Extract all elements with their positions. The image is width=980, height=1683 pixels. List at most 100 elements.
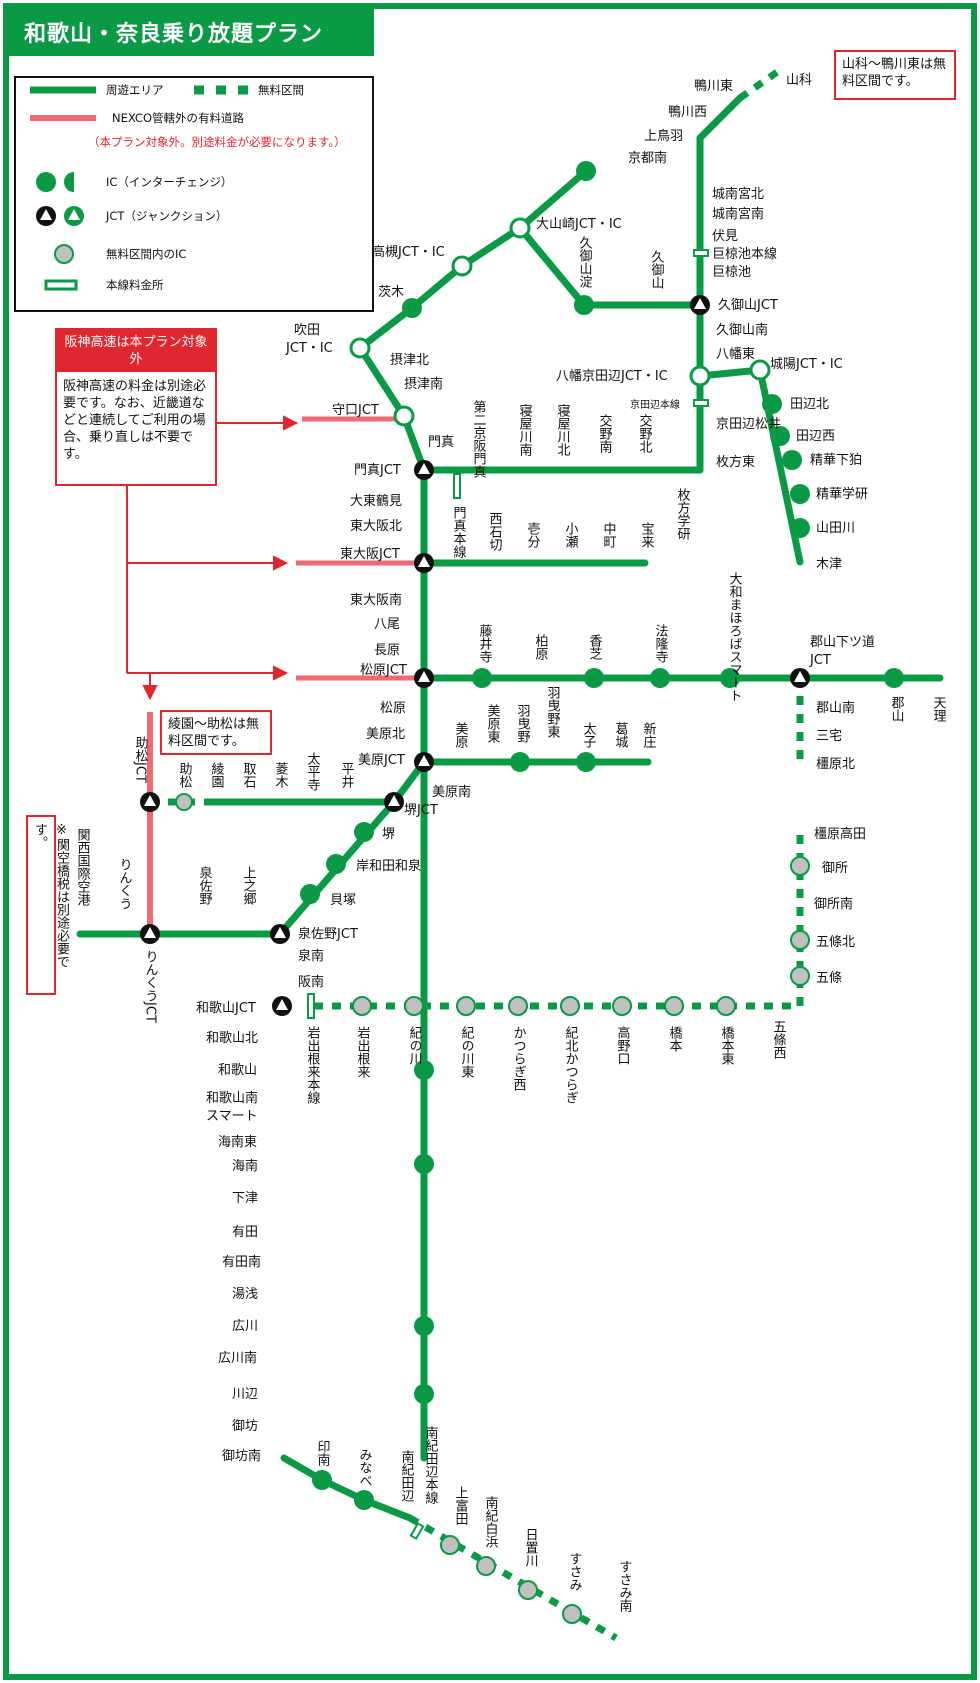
label-tenri: 天理 xyxy=(931,696,947,722)
label-ogura-main: 巨椋池本線 xyxy=(712,246,777,262)
jct-suita xyxy=(349,337,371,359)
label-hirakata-gakken: 枚方学研 xyxy=(675,488,691,540)
legend-nexco-label: NEXCO管轄外の有料道路 xyxy=(112,111,244,125)
label-kadoma-jct: 門真JCT xyxy=(354,463,401,478)
legend-ic-icon xyxy=(36,172,56,192)
page-title: 和歌山・奈良乗り放題プラン xyxy=(24,22,324,47)
label-gose: 御所 xyxy=(822,861,848,876)
label-hikigawa: 日置川 xyxy=(523,1528,539,1567)
label-tanabe-kita: 田辺北 xyxy=(790,397,829,412)
label-hirogawa-minami: 広川南 xyxy=(218,1350,257,1366)
label-mihara-jct: 美原JCT xyxy=(358,753,405,768)
legend-ic-label: IC（インターチェンジ） xyxy=(106,175,233,189)
station-labels: 山科 鴨川東 鴨川西 上鳥羽 京都南 城南宮北 城南宮南 伏見 巨椋池本線 巨椋… xyxy=(75,73,947,1612)
label-taiheiji: 太平寺 xyxy=(305,752,321,791)
label-kashiwara: 柏原 xyxy=(533,634,549,660)
label-kamogawa-higashi: 鴨川東 xyxy=(694,78,733,94)
label-susami-minami: すさみ南 xyxy=(617,1560,633,1612)
label-seika-shimokoma: 精華下狛 xyxy=(810,453,862,468)
ic-kumiyama-yodo xyxy=(574,295,594,315)
label-higashiosaka-jct: 東大阪JCT xyxy=(340,546,400,562)
label-ibaraki: 茨木 xyxy=(378,285,404,300)
label-kizu: 木津 xyxy=(816,557,842,572)
label-fushimi: 伏見 xyxy=(712,229,738,244)
green-lines xyxy=(76,94,944,1522)
toll-ogura xyxy=(693,249,709,257)
label-mihara-minami: 美原南 xyxy=(432,784,471,800)
label-kansai-airport: 関西国際空港 xyxy=(75,828,91,906)
label-arida-minami: 有田南 xyxy=(222,1254,261,1270)
markers xyxy=(140,161,904,1624)
label-neyagawa-kita: 寝屋川北 xyxy=(555,403,571,457)
red-arrows xyxy=(126,415,299,701)
label-kadoma: 門真 xyxy=(428,435,454,450)
label-hirakata-higashi: 枚方東 xyxy=(716,454,755,470)
label-habikino: 羽曳野 xyxy=(515,704,531,743)
label-wakayama-jct: 和歌山JCT xyxy=(196,1001,256,1016)
label-settsu-kita: 摂津北 xyxy=(390,352,429,368)
label-mihara: 美原 xyxy=(453,722,469,748)
label-horyuji: 法隆寺 xyxy=(653,624,669,663)
label-sennan: 泉南 xyxy=(298,948,324,964)
label-arida: 有田 xyxy=(232,1225,258,1240)
label-koyaguchi: 高野口 xyxy=(615,1025,631,1065)
label-takatsuki: 高槻JCT・IC xyxy=(372,244,445,260)
ic-ibaraki xyxy=(402,298,422,318)
label-kamogawa-nishi: 鴨川西 xyxy=(668,105,707,120)
label-yao: 八尾 xyxy=(374,617,400,632)
label-higashiosaka-minami: 東大阪南 xyxy=(350,592,402,608)
label-tanabe-nishi: 田辺西 xyxy=(796,429,835,444)
label-mihara-kita: 美原北 xyxy=(366,727,405,742)
legend-jct-label: JCT（ジャンクション） xyxy=(106,209,228,223)
label-ikko: 壱分 xyxy=(525,522,541,549)
legend: 周遊エリア 無料区間 NEXCO管轄外の有料道路 （本プラン対象外。別途料金が必… xyxy=(14,76,374,312)
label-koriyama: 郡山 xyxy=(889,696,905,722)
label-miyake: 三宅 xyxy=(816,729,842,744)
label-minamikii-main: 南紀田辺本線 xyxy=(423,1425,439,1504)
label-gose-minami: 御所南 xyxy=(814,896,853,912)
legend-area-label: 周遊エリア xyxy=(106,83,164,97)
label-kawabe: 川辺 xyxy=(232,1387,258,1402)
label-toriishi: 取石 xyxy=(241,762,257,788)
label-hirai: 平井 xyxy=(339,762,355,789)
label-yamato-smart: 大和まほろばスマート xyxy=(727,572,743,702)
label-sakai: 堺 xyxy=(382,827,395,842)
label-ayazono: 綾園 xyxy=(209,761,225,788)
arrow-higashiosaka xyxy=(273,555,289,571)
toll-iwade xyxy=(307,993,315,1019)
label-higashiosaka-kita: 東大阪北 xyxy=(350,518,402,534)
legend-symbols xyxy=(30,85,248,291)
label-ogura: 巨椋池 xyxy=(712,265,751,280)
label-kamitonda: 上富田 xyxy=(453,1486,469,1525)
note-kanku-text: ※関空橋税は別途必要です。 xyxy=(32,823,69,968)
label-yamadagawa: 山田川 xyxy=(816,521,855,536)
title-banner: 和歌山・奈良乗り放題プラン xyxy=(6,4,374,56)
note-hanshin-head: 阪神高速は本プラン対象外 xyxy=(57,330,215,372)
legend-toll-icon xyxy=(44,279,78,291)
legend-free-label: 無料区間 xyxy=(258,83,304,97)
label-kashihara-takada: 橿原高田 xyxy=(814,826,866,842)
legend-nexco-note: （本プラン対象外。別途料金が必要になります。） xyxy=(88,135,346,149)
label-izumisano-jct: 泉佐野JCT xyxy=(298,926,358,942)
label-yawata-jct: 八幡京田辺JCT・IC xyxy=(556,369,668,384)
arrow-rinku xyxy=(142,685,158,701)
label-kyotanabe-matsui: 京田辺松井 xyxy=(716,417,781,432)
note-ayazono: 綾園～助松は無料区間です。 xyxy=(160,710,272,755)
label-shinjo: 新庄 xyxy=(641,721,657,749)
label-daito-tsurumi: 大東鶴見 xyxy=(350,493,402,509)
label-moriguchi: 守口JCT xyxy=(332,403,379,418)
label-katano-kita: 交野北 xyxy=(637,413,653,454)
label-dai2keihan: 第二京阪門真 xyxy=(471,400,487,478)
label-susami: すさみ xyxy=(567,1552,582,1591)
label-rinku-top: りんくう xyxy=(117,858,132,910)
label-minamikii: 南紀田辺 xyxy=(399,1449,415,1502)
label-iwade: 岩出根来 xyxy=(355,1026,371,1078)
label-kashiba: 香芝 xyxy=(587,634,603,661)
label-rinku-jct: りんくうJCT xyxy=(143,950,158,1023)
label-kinokawa: 紀の川 xyxy=(407,1026,423,1065)
label-matsubara: 松原 xyxy=(380,701,406,716)
jct-joyo xyxy=(749,359,771,381)
label-wakayama-kita: 和歌山北 xyxy=(206,1031,258,1046)
label-wakayama: 和歌山 xyxy=(218,1063,257,1078)
label-koriyama-jct-1: 郡山下ツ道 xyxy=(810,635,875,650)
